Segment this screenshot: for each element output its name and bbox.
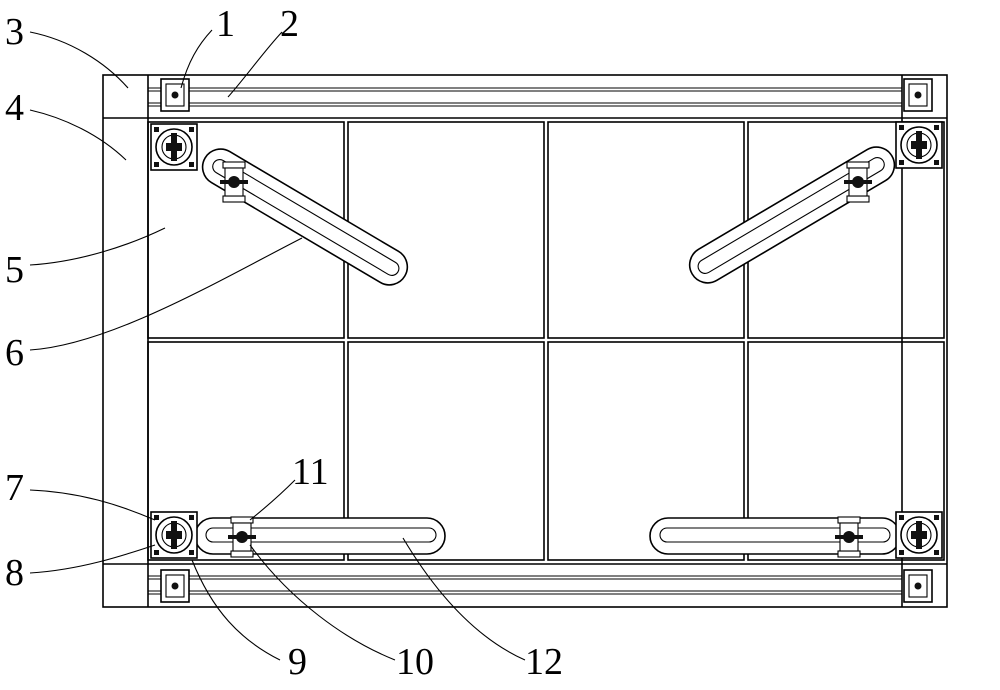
slider-block-bottom-left	[227, 516, 257, 558]
rotary-wheel-top-left	[150, 123, 198, 171]
label-11: 11	[292, 451, 329, 493]
corner-bracket-bottom-left	[160, 569, 190, 603]
top-rail	[148, 87, 902, 107]
slot-arm-top-left	[201, 148, 409, 286]
label-12: 12	[525, 641, 563, 683]
corner-bracket-top-left	[160, 78, 190, 112]
corner-bracket-bottom-right	[903, 569, 933, 603]
label-4: 4	[5, 87, 24, 129]
label-5: 5	[5, 249, 24, 291]
rotary-wheel-bottom-left	[150, 511, 198, 559]
rotary-wheel-bottom-right	[895, 511, 943, 559]
label-7: 7	[5, 467, 24, 509]
label-9: 9	[288, 641, 307, 683]
slider-block-top-right	[843, 161, 873, 203]
slider-block-bottom-right	[834, 516, 864, 558]
bottom-rail	[148, 575, 902, 595]
rotary-wheel-top-right	[895, 121, 943, 169]
label-1: 1	[216, 3, 235, 45]
label-2: 2	[280, 3, 299, 45]
label-6: 6	[5, 332, 24, 374]
label-3: 3	[5, 11, 24, 53]
leader-lines	[29, 29, 526, 661]
label-10: 10	[396, 641, 434, 683]
slot-arm-top-right	[688, 146, 896, 284]
slider-block-top-left	[219, 161, 249, 203]
corner-bracket-top-right	[903, 78, 933, 112]
label-8: 8	[5, 552, 24, 594]
